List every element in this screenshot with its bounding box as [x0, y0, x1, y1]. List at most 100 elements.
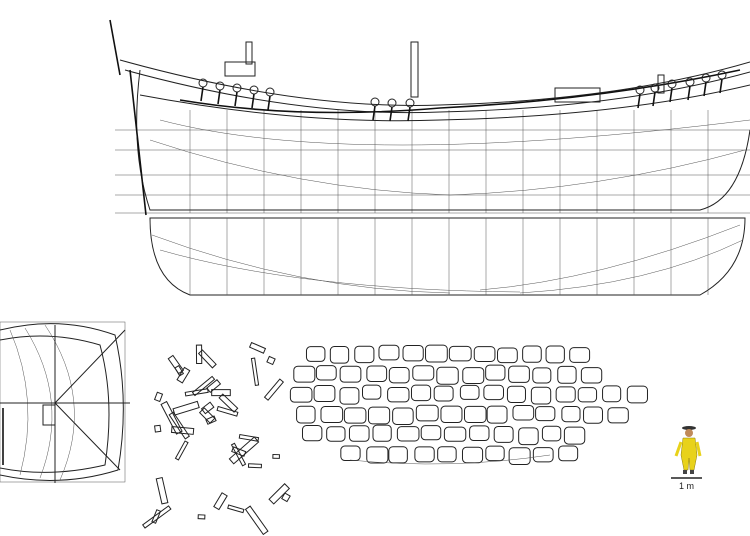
timber-fragment — [263, 378, 285, 401]
ballast-stone — [443, 426, 467, 442]
timber-fragment — [174, 440, 189, 461]
ballast-stone — [410, 384, 432, 402]
timber-fragment — [191, 375, 216, 397]
ballast-stone — [414, 446, 435, 463]
timber-fragment — [268, 483, 291, 505]
ballast-stone — [512, 404, 535, 421]
timber-fragment — [227, 504, 245, 514]
ballast-stone — [535, 406, 556, 422]
timber-fragment — [216, 405, 239, 417]
ballast-stone — [436, 366, 459, 385]
ballast-stone — [518, 427, 539, 446]
ballast-stone — [340, 445, 361, 462]
ballast-stone — [433, 385, 454, 402]
ballast-stone — [563, 426, 586, 445]
ballast-stone — [555, 386, 576, 403]
ballast-stone — [289, 386, 313, 403]
ballast-stone — [486, 405, 508, 424]
timber-fragment — [250, 357, 260, 387]
ballast-stone — [508, 447, 531, 466]
chainplate — [234, 91, 238, 107]
timber-fragment — [238, 433, 260, 442]
ballast-stone — [473, 346, 496, 362]
timber-fragment — [272, 454, 280, 459]
timber-fragment — [228, 436, 260, 465]
ballast-stone — [532, 447, 554, 463]
chainplate — [251, 93, 255, 109]
chainplate — [407, 106, 411, 122]
ballast-stone — [402, 344, 424, 362]
timber-fragment — [244, 505, 269, 536]
timber-fragment — [167, 354, 185, 375]
deadeye — [265, 87, 275, 97]
ballast-stone — [493, 425, 514, 443]
ballast-stone — [483, 384, 504, 401]
ballast-stone — [388, 367, 410, 384]
ballast-stone — [437, 446, 457, 463]
ballast-stone — [602, 385, 622, 403]
ballast-stone — [532, 367, 552, 384]
ballast-stone — [506, 385, 526, 404]
ballast-stone — [425, 344, 448, 363]
ballast-stone — [497, 347, 518, 364]
timber-fragment — [172, 400, 200, 416]
timber-fragment — [174, 365, 185, 377]
timber-fragment — [195, 344, 203, 365]
timber-fragment — [248, 341, 267, 354]
ballast-stone — [448, 345, 472, 362]
timber-fragment — [154, 424, 162, 433]
wreck-plan-stones — [289, 344, 648, 466]
ballast-stone — [396, 426, 420, 442]
ballast-stone — [301, 425, 323, 442]
ballast-stone — [315, 365, 337, 381]
ballast-stone — [387, 386, 410, 403]
ballast-stone — [348, 425, 370, 442]
timber-fragment — [200, 401, 215, 415]
timber-fragment — [281, 492, 291, 503]
ballast-stone — [440, 405, 463, 424]
timber-fragment — [230, 442, 247, 467]
chainplate — [719, 78, 723, 94]
ballast-stone — [469, 425, 490, 442]
timber-fragment — [160, 400, 183, 435]
ballast-stone — [485, 445, 505, 462]
ballast-stone — [577, 387, 598, 403]
ballast-stone — [339, 365, 362, 383]
ballast-stone — [392, 407, 414, 425]
timber-fragment — [198, 407, 216, 424]
ballast-stone — [388, 446, 408, 464]
ballast-stone — [464, 405, 487, 423]
ballast-stone — [530, 386, 552, 405]
ballast-stone — [522, 345, 542, 363]
ballast-stone — [378, 344, 400, 361]
ballast-stone — [326, 426, 346, 442]
ballast-stone — [293, 365, 316, 383]
ballast-stone — [420, 425, 442, 441]
ballast-stone — [580, 367, 603, 384]
ballast-stone — [366, 365, 388, 382]
ballast-stone — [362, 384, 382, 400]
ballast-stone — [372, 424, 392, 442]
ballast-stone — [583, 406, 603, 424]
timber-fragment — [247, 463, 262, 469]
timber-fragment — [170, 426, 195, 435]
ballast-stone — [305, 346, 326, 362]
ballast-stone — [354, 345, 375, 364]
chainplate — [637, 93, 641, 109]
ballast-stone — [561, 406, 581, 423]
timber-fragment — [211, 389, 231, 397]
deadeye — [387, 98, 397, 108]
chainplate — [669, 87, 673, 103]
ballast-stone — [626, 385, 648, 404]
scale-label: 1 m — [679, 481, 695, 491]
ballast-stone — [459, 384, 480, 400]
ballast-stone — [296, 405, 316, 424]
chainplate — [217, 89, 221, 105]
timber-fragment — [206, 379, 222, 394]
wreck-plan-timbers — [142, 341, 291, 536]
ballast-stone — [366, 446, 389, 464]
ballast-stone — [541, 425, 562, 442]
timber-fragment — [197, 349, 217, 369]
timber-fragment — [197, 514, 206, 520]
